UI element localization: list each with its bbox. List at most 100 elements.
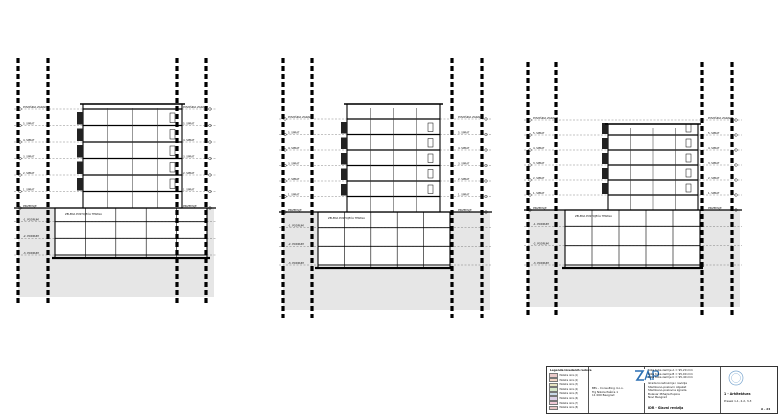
level-label-left: PRIZEMLJE [533, 206, 547, 210]
level-label-right: 3. SPRAT [458, 161, 470, 165]
legend-item: Metalna okna (2) [549, 378, 587, 383]
window [427, 169, 434, 179]
legend-swatch [549, 391, 558, 397]
logo-panel: BEL - Consulting d.o.o. Trg Nikole Pašić… [589, 367, 659, 413]
title-block: Legenda izvedenih radova Metalna okna (1… [546, 366, 778, 414]
basement-level-label: -3. PODRUM [23, 251, 39, 255]
window [685, 153, 692, 163]
project-panel: Kota tuba zemlje A = 95,20 mm Kota tuba … [645, 367, 721, 413]
level-label-right: 2. SPRAT [183, 171, 195, 175]
window [169, 178, 176, 189]
level-label-right: 5. SPRAT [458, 130, 470, 134]
balcony-rail [602, 123, 608, 134]
seal-stamp [728, 370, 744, 386]
scale-line-3: Kota tuba zemlje C = 95,40 mm [648, 375, 693, 379]
window [427, 122, 434, 132]
level-marker [208, 107, 212, 111]
legend-panel: Legenda izvedenih radova Metalna okna (1… [547, 367, 592, 413]
legend-title: Legenda izvedenih radova [550, 368, 592, 372]
level-label-right: 1. SPRAT [458, 192, 470, 196]
level-marker [528, 163, 532, 167]
level-label-left: 3. SPRAT [288, 161, 300, 165]
level-label-left: 4. SPRAT [533, 146, 545, 150]
terrace-label: ZELENA POSTOJEĆA TERASA [575, 213, 612, 218]
level-label-left: POVRŠINA ZGRADE [533, 115, 558, 120]
level-marker [528, 178, 532, 182]
level-label-left: PRIZEMLJE [288, 208, 302, 212]
legend-item: Metalna okna (1) [549, 373, 587, 378]
balcony-rail [602, 183, 608, 194]
balcony-rail [602, 153, 608, 164]
legend-item: Metalna okna (6) [549, 396, 587, 401]
level-label-right: 4. SPRAT [183, 138, 195, 142]
level-label-left: 3. SPRAT [533, 161, 545, 165]
level-label-left: 1. SPRAT [533, 191, 545, 195]
sheet-number: A - 24 [761, 407, 771, 411]
level-label-left: 1. SPRAT [288, 192, 300, 196]
balcony-rail [341, 137, 347, 149]
level-marker [484, 148, 488, 152]
level-label-right: 4. SPRAT [458, 146, 470, 150]
terrace-label: ZELENA POSTOJEĆA TERASA [65, 211, 102, 216]
level-label-left: 2. SPRAT [533, 176, 545, 180]
project-line-1: Izrada konstrukcije i revizija [648, 381, 687, 385]
balcony-rail [77, 161, 83, 174]
level-label-right: 1. SPRAT [183, 187, 195, 191]
window [685, 168, 692, 178]
level-label-right: POVRŠINA ZGRADE [708, 115, 733, 120]
window [427, 184, 434, 194]
level-marker [734, 178, 738, 182]
legend-swatch [549, 401, 558, 406]
level-marker [734, 133, 738, 137]
level-label-right: 3. SPRAT [708, 161, 720, 165]
balcony-rail [341, 184, 347, 196]
legend-swatch [549, 382, 558, 387]
basement-box [317, 211, 451, 269]
legend-label: Metalna okna (3) [559, 383, 579, 387]
sheet-panel: 1 - Arhitektura Presek 1-1, 2-2, 3-3 A -… [721, 367, 779, 413]
basement-level-label: -2. PODRUM [533, 241, 549, 245]
level-label-right: POVRŠINA ZGRADE [458, 114, 483, 119]
level-label-left: 5. SPRAT [23, 121, 35, 125]
project-line-4: Bulevar Mihajla Pupina [648, 391, 680, 396]
window [169, 112, 176, 123]
project-line-3: Stambeno-poslovna zgrada [648, 388, 687, 392]
level-label-left: POVRŠINA ZGRADE [288, 114, 313, 119]
window [427, 138, 434, 148]
basement-level-label: -2. PODRUM [288, 242, 304, 246]
level-label-right: PRIZEMLJE [183, 204, 197, 208]
basement-box [564, 209, 701, 269]
sheet-name: Presek 1-1, 2-2, 3-3 [724, 399, 752, 403]
basement-level-label: -1. PODRUM [23, 217, 39, 221]
legend-swatch [549, 396, 558, 401]
basement-level-label: -3. PODRUM [533, 261, 549, 265]
phase-label: 1 - Arhitektura [724, 392, 751, 396]
firm-line-3: 11 000 Beograd [592, 393, 615, 397]
level-marker [484, 117, 488, 121]
window [685, 138, 692, 148]
level-label-right: 1. SPRAT [708, 191, 720, 195]
level-marker [484, 132, 488, 136]
level-label-right: PRIZEMLJE [708, 206, 722, 210]
window [685, 183, 692, 193]
balcony-rail [341, 153, 347, 165]
firm-line-1: BEL - Consulting d.o.o. [592, 386, 624, 390]
level-marker [208, 173, 212, 177]
legend-label: Metalna okna (4) [559, 387, 579, 391]
level-label-right: 4. SPRAT [708, 146, 720, 150]
scale-line-2: Kota tuba zemlje B = 95,00 mm [648, 371, 693, 376]
balcony-rail [341, 122, 347, 134]
level-marker [208, 140, 212, 144]
level-marker [208, 123, 212, 127]
legend-label: Metalna okna (6) [559, 397, 579, 401]
level-label-left: 2. SPRAT [23, 171, 35, 175]
legend-item: Metalna okna (3) [549, 382, 587, 387]
project-line-2: Stambeno-poslovni objekat [648, 384, 687, 389]
balcony-rail [602, 168, 608, 179]
level-marker [484, 163, 488, 167]
level-marker [208, 189, 212, 193]
legend-item: Metalna okna (8) [549, 405, 587, 410]
level-marker [18, 189, 22, 193]
balcony-rail [341, 168, 347, 180]
